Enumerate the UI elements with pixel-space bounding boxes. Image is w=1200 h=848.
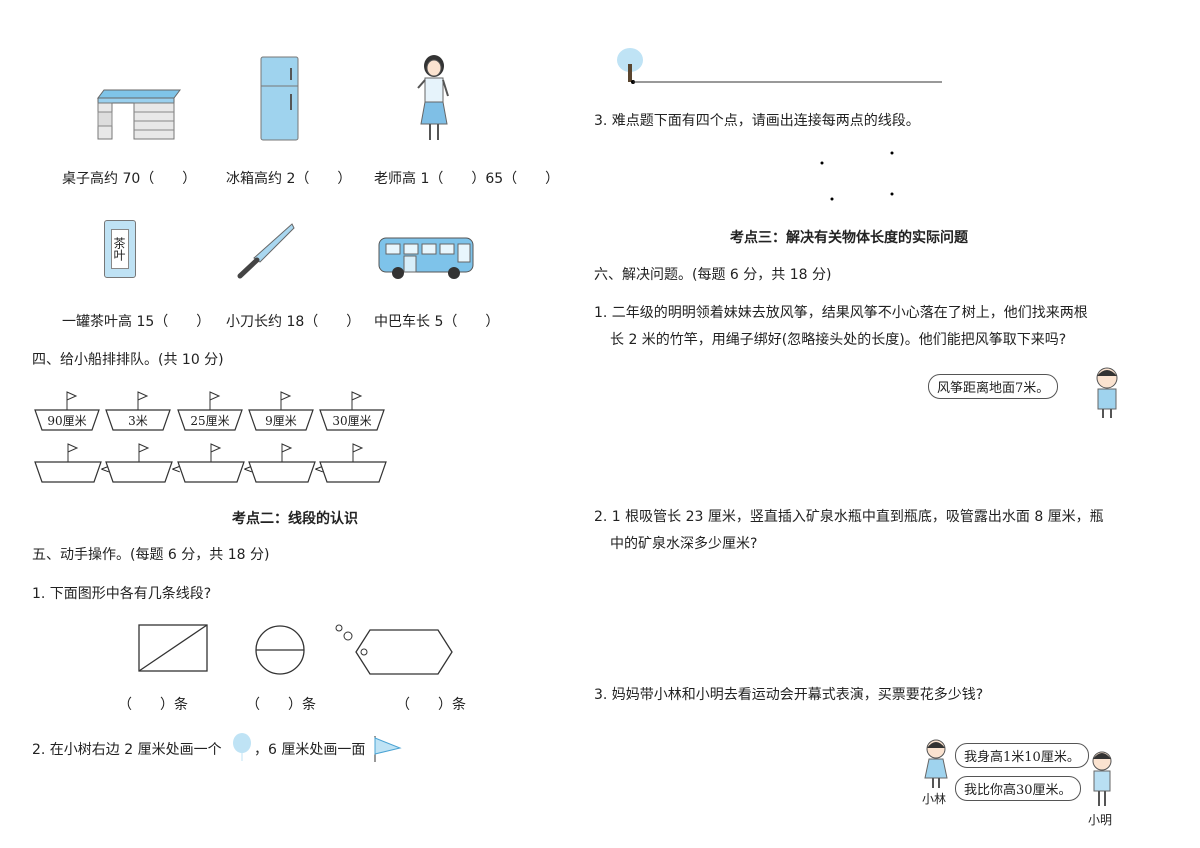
less-than-sign: <	[314, 462, 325, 476]
section5-title: 五、动手操作。(每题 6 分，共 18 分)	[32, 547, 270, 563]
boat-shape	[34, 391, 100, 431]
boat-labeled: 25厘米	[177, 390, 243, 432]
boat-label: 3米	[128, 414, 148, 428]
answer-circle: （ ）条	[246, 697, 316, 713]
flag-icon	[374, 736, 402, 762]
boat-labeled: 9厘米	[248, 390, 314, 432]
section4-title: 四、给小船排排队。(共 10 分)	[32, 352, 224, 368]
less-than-sign: <	[100, 462, 111, 476]
boat-shape	[248, 443, 316, 483]
section6-q2-line1: 2. 1 根吸管长 23 厘米，竖直插入矿泉水瓶中直到瓶底，吸管露出水面 8 厘…	[594, 509, 1104, 525]
boat-shape	[177, 443, 245, 483]
circle-with-diameter	[255, 625, 305, 675]
answer-tag: （ ）条	[396, 697, 466, 713]
tag-shape	[335, 624, 453, 675]
less-than-sign: <	[243, 462, 254, 476]
desk-label: 桌子高约 70（ ）	[62, 171, 197, 187]
kaodian2-heading: 考点二：线段的认识	[232, 511, 358, 527]
ming-bubble: 我比你高30厘米。	[955, 776, 1081, 801]
teacher-illustration	[417, 55, 449, 140]
boat-labeled: 30厘米	[319, 390, 385, 432]
boat-label: 90厘米	[47, 414, 87, 428]
tree-ruler	[617, 48, 942, 84]
desk-illustration	[97, 89, 181, 140]
boat-label: 25厘米	[190, 414, 230, 428]
tea-can-text: 茶叶	[111, 229, 129, 269]
boy-ming-figure	[1092, 751, 1112, 806]
boat-empty	[248, 443, 316, 484]
boat-empty	[105, 443, 173, 484]
boat-shape	[34, 443, 102, 483]
section6-q2-line2: 中的矿泉水深多少厘米?	[610, 536, 758, 552]
boat-shape	[248, 391, 314, 431]
kite-bubble: 风筝距离地面7米。	[928, 374, 1059, 399]
boat-empty	[319, 443, 387, 484]
less-than-sign: <	[171, 462, 182, 476]
minibus-illustration	[378, 237, 474, 279]
boat-label: 9厘米	[265, 414, 297, 428]
boy-figure	[1096, 367, 1118, 418]
lin-bubble: 我身高1米10厘米。	[955, 743, 1089, 768]
name-ming: 小明	[1088, 813, 1113, 827]
balloon-icon	[233, 733, 251, 761]
name-lin: 小林	[922, 792, 947, 806]
teacher-label: 老师高 1（ ）65（ ）	[374, 171, 560, 187]
section5-q1: 1. 下面图形中各有几条线段?	[32, 586, 212, 602]
boat-shape	[105, 391, 171, 431]
fridge-illustration	[260, 56, 299, 141]
knife-illustration	[237, 223, 295, 279]
boat-shape	[177, 391, 243, 431]
kaodian3-heading: 考点三：解决有关物体长度的实际问题	[730, 230, 968, 246]
section5-q2-part1: 2. 在小树右边 2 厘米处画一个	[32, 742, 222, 758]
boat-shape	[105, 443, 173, 483]
tea-can-illustration: 茶叶	[104, 220, 136, 278]
fridge-label: 冰箱高约 2（ ）	[226, 171, 352, 187]
rectangle-with-diagonal	[138, 624, 208, 672]
section5-q2-part2: ，6 厘米处画一面	[254, 742, 366, 758]
bus-label: 中巴车长 5（ ）	[374, 314, 500, 330]
section6-q1-line1: 1. 二年级的明明领着妹妹去放风筝，结果风筝不小心落在了树上，他们找来两根	[594, 305, 1088, 321]
boat-label: 30厘米	[332, 414, 372, 428]
boat-labeled: 90厘米	[34, 390, 100, 432]
q3-text: 3. 难点题下面有四个点，请画出连接每两点的线段。	[594, 113, 920, 129]
boat-empty	[177, 443, 245, 484]
boat-empty	[34, 443, 102, 484]
boat-shape	[319, 391, 385, 431]
answer-rect: （ ）条	[118, 697, 188, 713]
section6-q1-line2: 长 2 米的竹竿，用绳子绑好(忽略接头处的长度)。他们能把风筝取下来吗?	[610, 332, 1067, 348]
boat-labeled: 3米	[105, 390, 171, 432]
four-points	[820, 151, 894, 201]
tea-label: 一罐茶叶高 15（ ）	[62, 314, 211, 330]
knife-label: 小刀长约 18（ ）	[226, 314, 361, 330]
section6-q3: 3. 妈妈带小林和小明去看运动会开幕式表演，买票要花多少钱?	[594, 687, 984, 703]
section6-title: 六、解决问题。(每题 6 分，共 18 分)	[594, 267, 832, 283]
girl-lin-figure	[924, 739, 948, 788]
boat-shape	[319, 443, 387, 483]
